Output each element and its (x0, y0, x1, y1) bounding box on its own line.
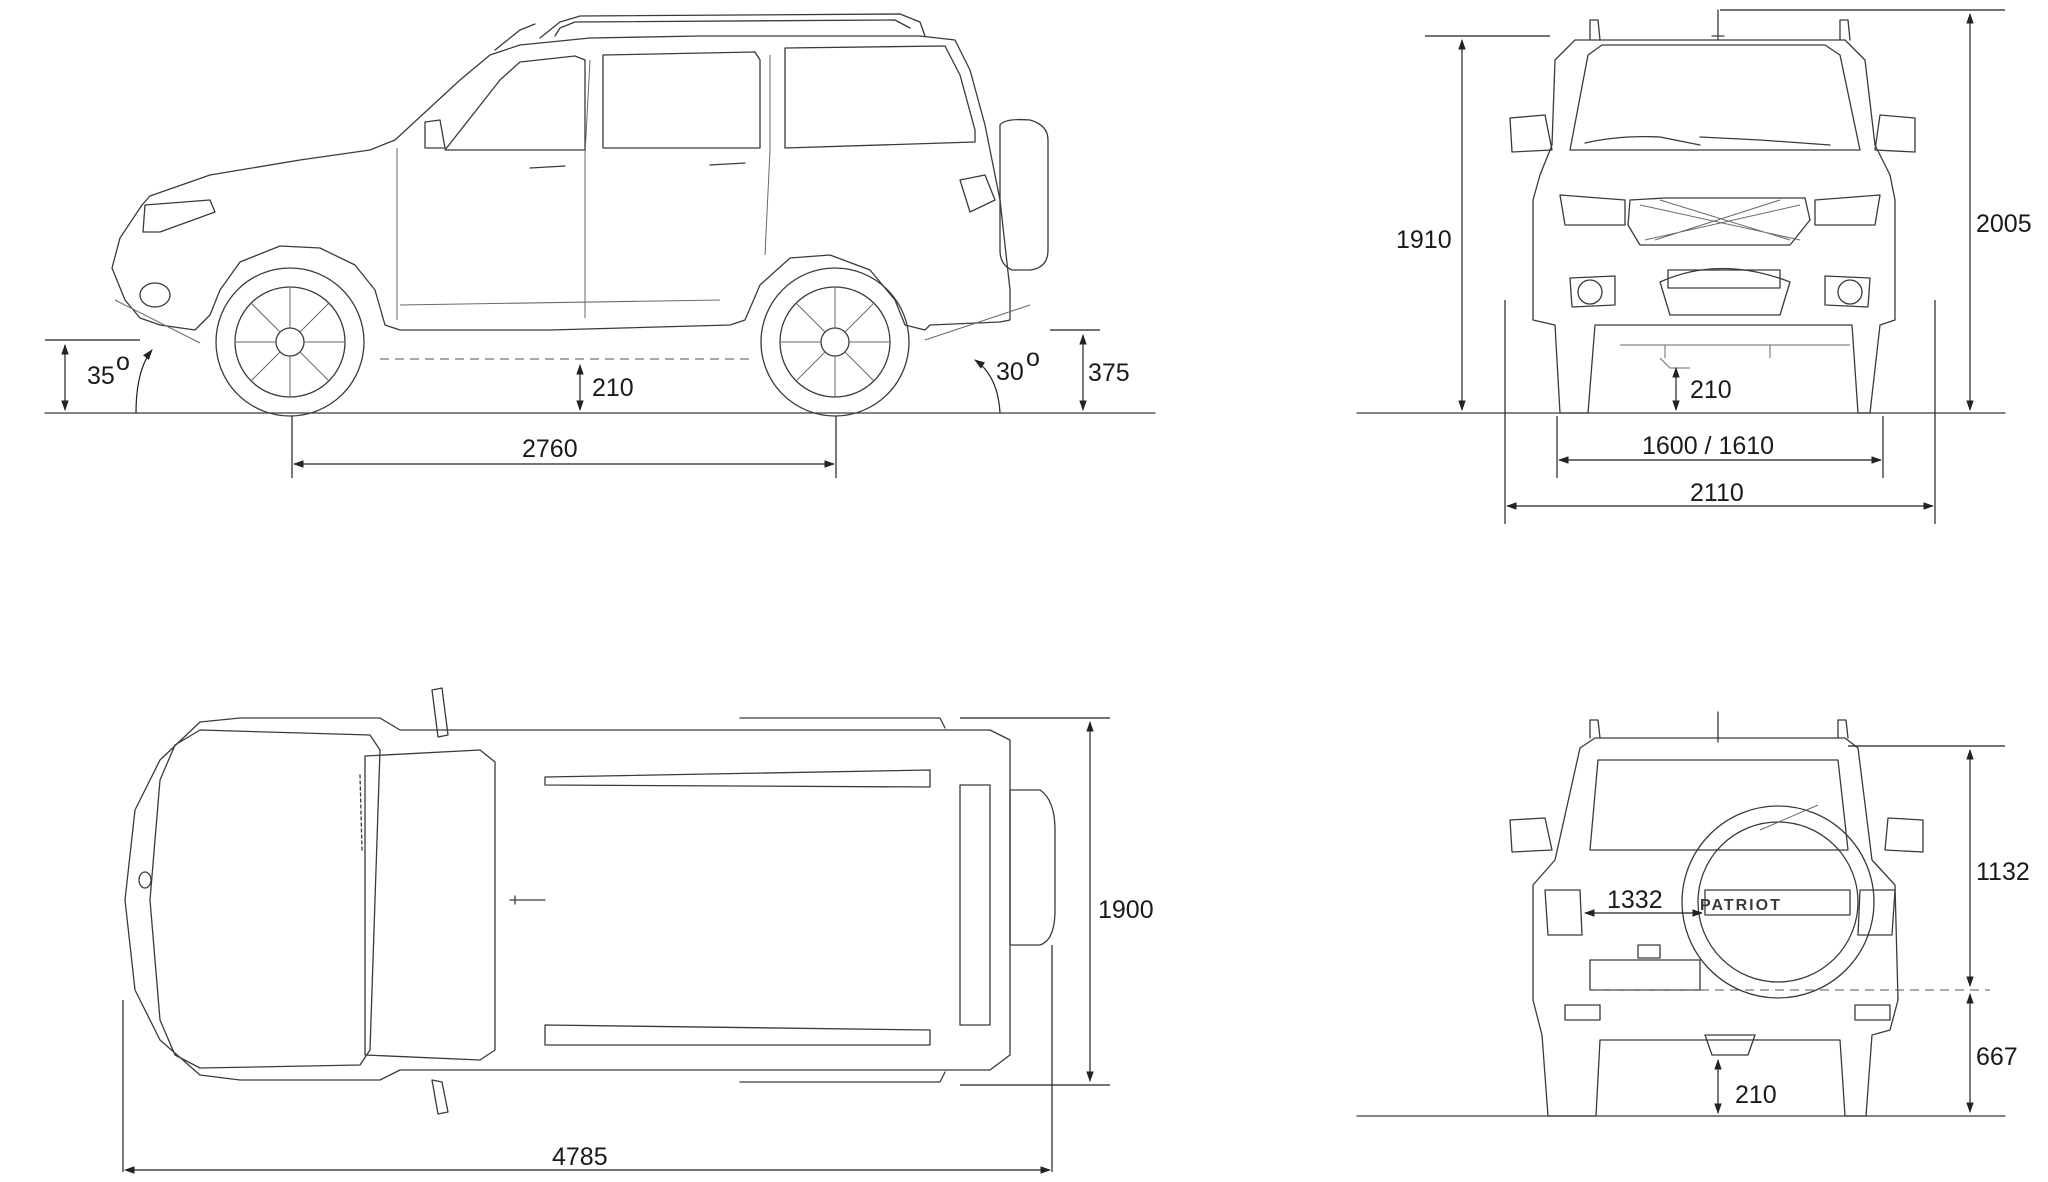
approach-angle-label: 35 (87, 362, 115, 390)
front-body-outline (1532, 39, 1896, 414)
rear-ground-clearance-label: 210 (1735, 1081, 1777, 1109)
front-ground-clearance-label: 210 (1690, 376, 1732, 404)
rear-overhang-height-label: 375 (1088, 359, 1130, 387)
departure-angle-label: 30 (996, 358, 1024, 386)
side-view: 35 o 210 30 o 375 2760 (44, 13, 1156, 478)
side-body-outline (111, 35, 1011, 331)
top-spare-wheel (1009, 789, 1056, 946)
side-rear-wheel (760, 267, 910, 417)
side-front-wheel (215, 267, 365, 417)
side-ground-clearance-label: 210 (592, 374, 634, 402)
rear-upper-height-label: 1132 (1976, 858, 2030, 886)
rear-door-width-label: 1332 (1607, 886, 1663, 914)
side-spare-wheel (999, 118, 1049, 271)
front-height-body-label: 1910 (1396, 226, 1452, 254)
front-width-mirrors-label: 2110 (1690, 479, 1744, 507)
rear-view: PATRIOT 1332 1132 667 210 (1356, 711, 2030, 1117)
top-length-label: 4785 (552, 1143, 608, 1171)
top-width-label: 1900 (1098, 896, 1154, 924)
rear-body-outline (1532, 737, 1899, 1117)
top-body-outline (124, 717, 1011, 1081)
front-track-label: 1600 / 1610 (1642, 432, 1774, 460)
rear-lower-height-label: 667 (1976, 1043, 2018, 1071)
wheelbase-label: 2760 (522, 435, 578, 463)
spare-wheel-brand-text: PATRIOT (1700, 897, 1782, 914)
approach-angle-degree: o (116, 348, 130, 376)
front-height-total-label: 2005 (1976, 210, 2032, 238)
rear-spare-wheel: PATRIOT (1681, 805, 1875, 999)
front-grille (1627, 197, 1811, 246)
departure-angle-degree: o (1026, 344, 1040, 372)
front-view: 1910 2005 210 1600 / 1610 2110 (1356, 9, 2032, 524)
top-view: 1900 4785 (122, 687, 1154, 1174)
